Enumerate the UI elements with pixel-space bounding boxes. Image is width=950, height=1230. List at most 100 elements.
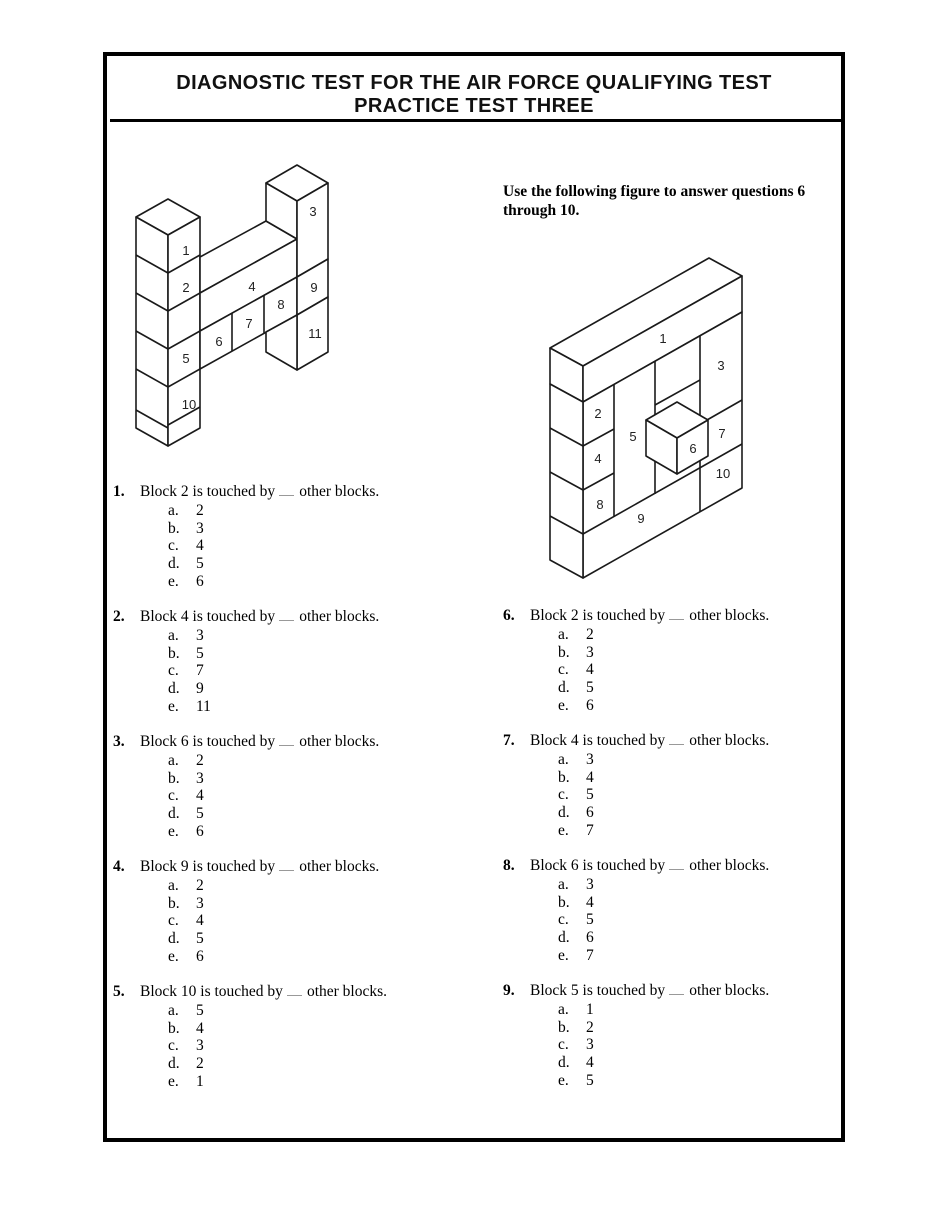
option-a: a.1 xyxy=(558,1001,594,1018)
options-list: a.1 b.2 c.3 d.4 e.5 xyxy=(503,1001,769,1089)
answer-blank xyxy=(669,865,685,870)
figure2-instructions-line1: Use the following figure to answer quest… xyxy=(503,183,806,200)
left-column-front-face xyxy=(167,216,201,447)
question-number: 4. xyxy=(113,858,125,875)
title-divider-rule xyxy=(110,119,843,122)
block-label-9: 9 xyxy=(310,280,317,295)
option-b: b.3 xyxy=(558,643,594,661)
option-e: e.1 xyxy=(168,1072,204,1090)
left-column-side-face xyxy=(135,216,169,447)
question-number: 3. xyxy=(113,733,125,750)
option-c: c.5 xyxy=(558,911,594,929)
option-e: e.6 xyxy=(168,822,204,840)
block-label-4: 4 xyxy=(248,279,255,294)
block-label-5: 5 xyxy=(629,429,636,444)
lower-beam-block-edges xyxy=(231,295,265,351)
option-c: c.5 xyxy=(558,786,594,804)
option-c: c.3 xyxy=(558,1036,594,1054)
option-b: b.4 xyxy=(558,893,594,911)
question-post: other blocks. xyxy=(689,732,770,749)
left-column-side-edges xyxy=(135,254,169,429)
option-e: e.6 xyxy=(168,947,204,965)
question-pre: Block 6 is touched by xyxy=(530,857,666,874)
question-number: 1. xyxy=(113,483,125,500)
question-pre: Block 6 is touched by xyxy=(140,733,276,750)
option-b: b.3 xyxy=(168,894,204,912)
answer-blank xyxy=(279,866,295,871)
option-c: c.4 xyxy=(168,537,204,555)
block-label-3: 3 xyxy=(309,204,316,219)
options-list: a.3 b.5 c.7 d.9 e.11 xyxy=(113,627,379,715)
option-a: a.3 xyxy=(558,876,594,893)
left-stack-edges xyxy=(582,428,615,491)
option-a: a.2 xyxy=(168,502,204,519)
page-title: DIAGNOSTIC TEST FOR THE AIR FORCE QUALIF… xyxy=(103,72,845,118)
option-b: b.3 xyxy=(168,769,204,787)
option-e: e.7 xyxy=(558,821,594,839)
question-pre: Block 10 is touched by xyxy=(140,983,283,1000)
block-label-6: 6 xyxy=(689,441,696,456)
right-column-lower-left-face xyxy=(265,314,298,371)
option-b: b.5 xyxy=(168,644,204,662)
option-d: d.6 xyxy=(558,929,594,947)
option-d: d.4 xyxy=(558,1054,594,1072)
options-list: a.2 b.3 c.4 d.5 e.6 xyxy=(113,502,379,590)
option-a: a.3 xyxy=(168,627,204,644)
answer-blank xyxy=(279,491,295,496)
options-list: a.2 b.3 c.4 d.5 e.6 xyxy=(503,626,769,714)
figure2-instructions: Use the following figure to answer quest… xyxy=(503,182,833,220)
answer-blank xyxy=(669,615,685,620)
cube6-front-face xyxy=(676,419,709,475)
answer-blank xyxy=(669,990,685,995)
block-label-7: 7 xyxy=(718,426,725,441)
block-label-2: 2 xyxy=(594,406,601,421)
option-c: c.4 xyxy=(558,661,594,679)
question-post: other blocks. xyxy=(299,858,380,875)
question-pre: Block 2 is touched by xyxy=(530,607,666,624)
question-number: 9. xyxy=(503,982,515,999)
answer-blank xyxy=(669,740,685,745)
question-post: other blocks. xyxy=(689,982,770,999)
block-label-2: 2 xyxy=(182,280,189,295)
question-post: other blocks. xyxy=(306,983,388,1000)
question-post: other blocks. xyxy=(299,608,380,625)
page-title-line1: DIAGNOSTIC TEST FOR THE AIR FORCE QUALIF… xyxy=(176,72,772,94)
option-d: d.5 xyxy=(168,805,204,823)
page-title-line2: PRACTICE TEST THREE xyxy=(354,95,594,117)
question-number: 2. xyxy=(113,608,125,625)
question-pre: Block 4 is touched by xyxy=(530,732,666,749)
question-post: other blocks. xyxy=(689,857,770,874)
answer-blank xyxy=(286,991,302,996)
left-column-block-edges xyxy=(167,254,201,426)
block-label-4: 4 xyxy=(594,451,601,466)
option-c: c.7 xyxy=(168,662,204,680)
option-d: d.5 xyxy=(168,555,204,573)
page-border-frame xyxy=(103,52,845,1142)
option-e: e.6 xyxy=(168,572,204,590)
block-label-11: 11 xyxy=(308,326,322,341)
question-text: 2. Block 4 is touched by other blocks. xyxy=(113,608,379,626)
option-e: e.7 xyxy=(558,946,594,964)
option-b: b.3 xyxy=(168,519,204,537)
option-e: e.5 xyxy=(558,1071,594,1089)
option-c: c.4 xyxy=(168,787,204,805)
option-c: c.4 xyxy=(168,912,204,930)
option-a: a.5 xyxy=(168,1002,204,1019)
question-post: other blocks. xyxy=(299,483,380,500)
figure2-instructions-line2: through 10. xyxy=(503,202,580,219)
block-label-1: 1 xyxy=(659,331,666,346)
question-pre: Block 4 is touched by xyxy=(140,608,276,625)
option-a: a.2 xyxy=(558,626,594,643)
beam9-top-edge xyxy=(582,443,743,535)
